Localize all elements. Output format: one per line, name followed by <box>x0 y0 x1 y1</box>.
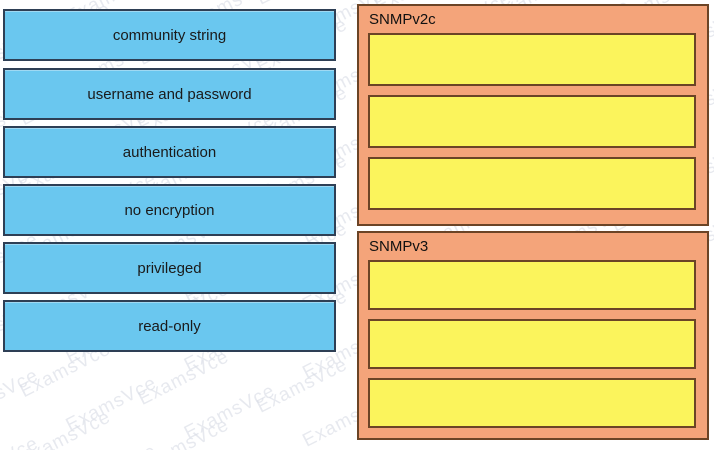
draggable-option-read-only[interactable]: read-only <box>3 300 336 352</box>
draggable-option-label: authentication <box>122 143 217 161</box>
draggable-option-label: privileged <box>137 259 202 277</box>
draggable-option-label: read-only <box>138 317 201 335</box>
drop-slot-snmpv2c-1[interactable] <box>368 33 696 86</box>
draggable-option-no-encryption[interactable]: no encryption <box>3 184 336 236</box>
drop-slot-snmpv2c-2[interactable] <box>368 95 696 148</box>
drop-panel-snmpv3[interactable]: SNMPv3 <box>357 231 709 440</box>
draggable-option-privileged[interactable]: privileged <box>3 242 336 294</box>
draggable-option-username-and-password[interactable]: username and password <box>3 68 336 120</box>
draggable-option-community-string[interactable]: community string <box>3 9 336 61</box>
drop-panel-title: SNMPv3 <box>369 238 429 255</box>
drop-panel-snmpv2c[interactable]: SNMPv2c <box>357 4 709 226</box>
drop-slot-snmpv3-1[interactable] <box>368 260 696 310</box>
drop-panel-title: SNMPv2c <box>369 11 436 28</box>
draggable-option-label: no encryption <box>124 201 215 219</box>
draggable-option-label: community string <box>112 26 227 44</box>
draggable-option-label: username and password <box>87 85 252 103</box>
drop-slot-snmpv3-2[interactable] <box>368 319 696 369</box>
drop-slot-snmpv2c-3[interactable] <box>368 157 696 210</box>
drop-slot-snmpv3-3[interactable] <box>368 378 696 428</box>
draggable-option-authentication[interactable]: authentication <box>3 126 336 178</box>
